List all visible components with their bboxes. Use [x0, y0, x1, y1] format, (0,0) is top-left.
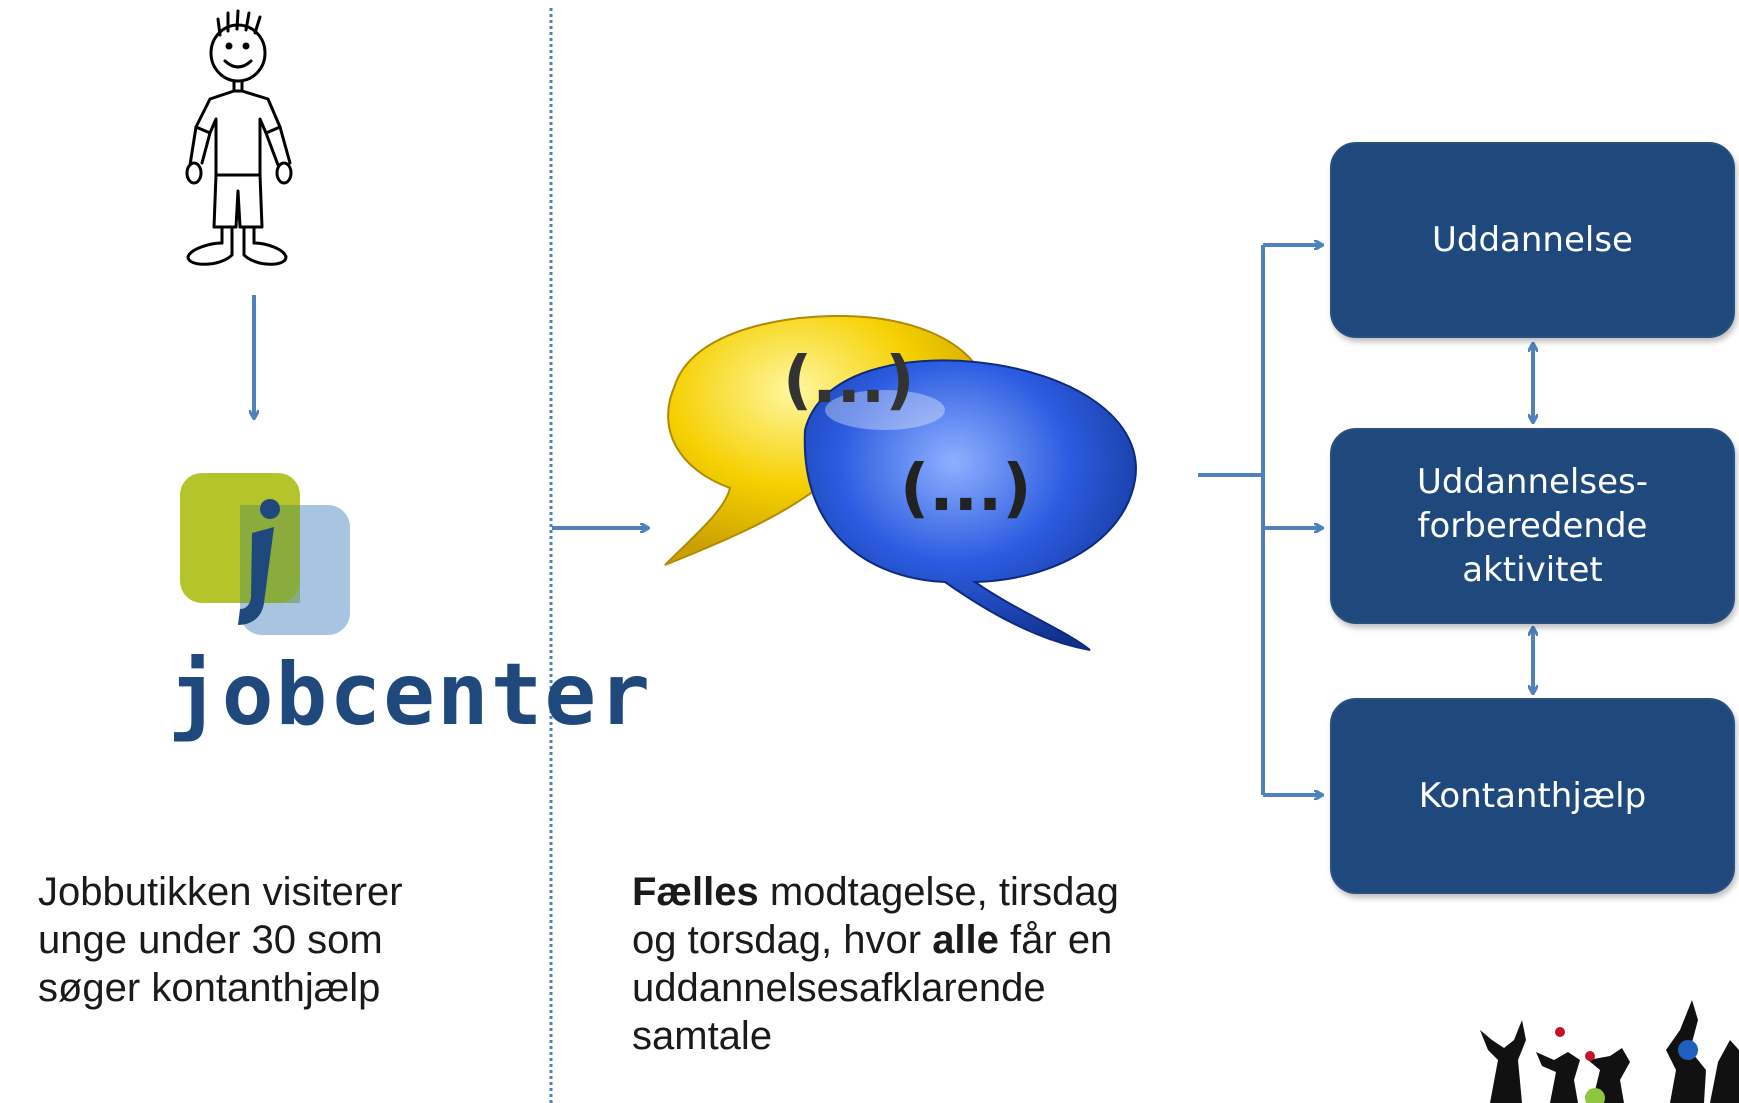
box-uddannelse-label: Uddannelse: [1432, 220, 1633, 260]
middle-caption-text-2b: får en: [998, 918, 1113, 962]
blue-bubble-text: (...): [900, 452, 1031, 526]
middle-caption-line-2: og torsdag, hvor alle får en: [632, 916, 1252, 964]
middle-caption-line-3: uddannelsesafklarende: [632, 966, 1046, 1010]
left-caption: Jobbutikken visiterer unge under 30 som …: [38, 868, 498, 1012]
middle-caption: Fælles modtagelse, tirsdag og torsdag, h…: [632, 868, 1252, 1060]
dancing-people-logo: [1480, 1000, 1739, 1103]
box-uddannelsesforberedende: Uddannelses- forberedende aktivitet: [1330, 428, 1735, 624]
left-caption-line-2: unge under 30 som: [38, 918, 383, 962]
middle-caption-line-4: samtale: [632, 1014, 773, 1058]
left-caption-line-1: Jobbutikken visiterer: [38, 870, 403, 914]
jobcenter-logo-mark: [180, 473, 350, 635]
box-middle-line-2: forberedende: [1417, 506, 1648, 546]
box-middle-line-3: aktivitet: [1462, 550, 1603, 590]
middle-caption-line-1: Fælles modtagelse, tirsdag: [632, 868, 1252, 916]
divider-line: [549, 8, 553, 1103]
middle-caption-text-2a: og torsdag, hvor: [632, 918, 933, 962]
middle-caption-bold-faelles: Fælles: [632, 870, 759, 914]
jobcenter-wordmark: jobcenter: [168, 645, 652, 745]
box-uddannelse: Uddannelse: [1330, 142, 1735, 338]
speech-bubbles-icon: (...) (...): [664, 315, 1137, 651]
box-middle-line-1: Uddannelses-: [1417, 462, 1648, 502]
box-kontanthjaelp: Kontanthjælp: [1330, 698, 1735, 894]
middle-caption-text-1: modtagelse, tirsdag: [758, 870, 1119, 914]
yellow-bubble-text: (...): [783, 344, 914, 418]
left-caption-line-3: søger kontanthjælp: [38, 966, 381, 1010]
middle-caption-bold-alle: alle: [932, 918, 999, 962]
stick-figure-icon: [185, 9, 293, 266]
jobcenter-logo: jobcenter: [160, 455, 650, 755]
box-kontanthjaelp-label: Kontanthjælp: [1418, 776, 1647, 816]
